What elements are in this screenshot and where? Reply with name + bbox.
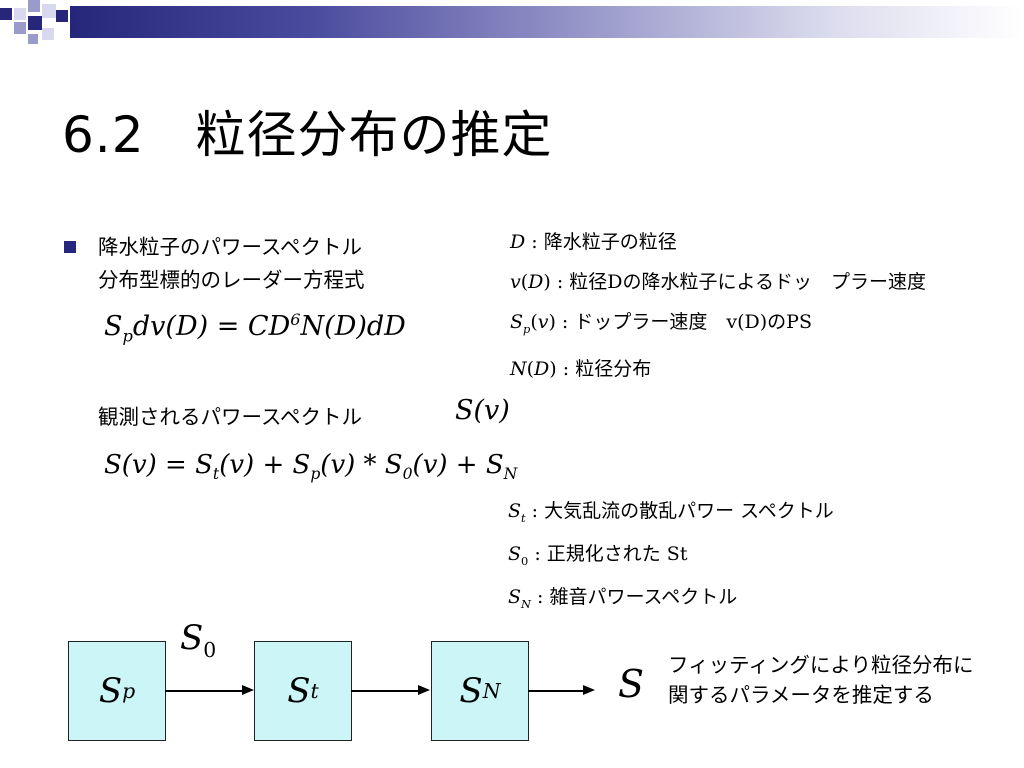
arrow-3-head <box>583 685 595 695</box>
def-St: St : 大気乱流の散乱パワー スペクトル <box>508 500 834 525</box>
bullet-line-1: 降水粒子のパワースペクトル <box>98 235 363 259</box>
arrow-2-head <box>418 685 430 695</box>
def-SN: SN : 雑音パワースペクトル <box>508 585 738 611</box>
bullet-square-icon <box>64 241 76 253</box>
definitions-top: D : 降水粒子の粒径 v(D) : 粒径Dの降水粒子によるドッ プラー速度 S… <box>510 222 926 389</box>
bullet-line-2: 分布型標的のレーダー方程式 <box>98 268 365 292</box>
caption-line-1: フィッティングにより粒径分布に <box>668 653 974 677</box>
arrow-2 <box>351 690 419 692</box>
spectrum-equation: S(v) = St(v) + Sp(v) * S0(v) + SN <box>104 450 518 484</box>
arrow-1 <box>165 690 243 692</box>
caption-line-2: 関するパラメータを推定する <box>668 683 934 707</box>
def-Sp: Sp(v) : ドップラー速度 v(D)のPS <box>510 311 812 336</box>
arrow-1-head <box>242 685 254 695</box>
definitions-bottom: St : 大気乱流の散乱パワー スペクトル S0 : 正規化された St SN … <box>508 493 834 621</box>
arrow-3 <box>528 690 584 692</box>
title-bar-gradient <box>70 6 1024 38</box>
def-ND: N(D) : 粒径分布 <box>510 357 652 380</box>
radar-equation: Spdv(D) = CD6N(D)dD <box>104 310 406 346</box>
s0-label: S0 <box>180 618 217 662</box>
output-s: S <box>618 662 645 706</box>
observed-symbol: S(v) <box>455 395 510 426</box>
caption: フィッティングにより粒径分布に 関するパラメータを推定する <box>668 650 973 710</box>
bullet-text: 降水粒子のパワースペクトル 分布型標的のレーダー方程式 <box>98 231 365 297</box>
def-vD: v(D) : 粒径Dの降水粒子によるドッ プラー速度 <box>510 271 926 293</box>
corner-decoration <box>0 0 90 50</box>
slide-title: 6.2 粒径分布の推定 <box>62 106 553 164</box>
def-S0: S0 : 正規化された St <box>508 542 688 568</box>
observed-label: 観測されるパワースペクトル <box>98 405 363 429</box>
def-D: D : 降水粒子の粒径 <box>510 231 677 253</box>
